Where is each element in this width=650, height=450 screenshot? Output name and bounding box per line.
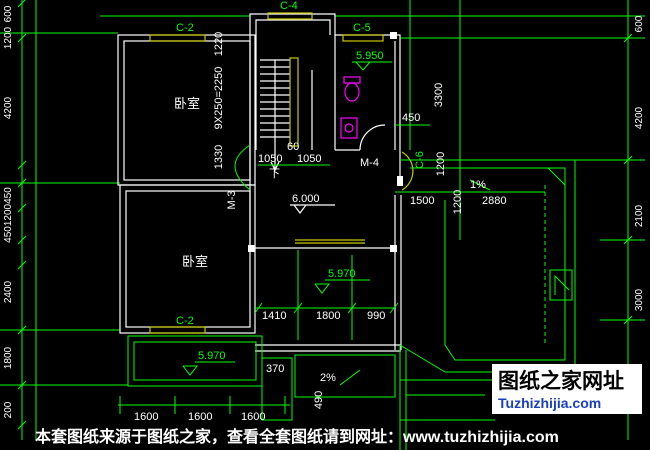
- right-axis-label: 4200: [634, 106, 645, 129]
- window-c4: [267, 12, 313, 20]
- windows: [149, 12, 384, 334]
- dim-2880: 2880: [482, 195, 506, 207]
- dim-1200-lower: 1200: [452, 190, 464, 214]
- slope-arrow: [469, 179, 491, 191]
- door-m4-label: M-4: [360, 157, 379, 169]
- dim-3300: 3300: [433, 83, 445, 107]
- dim-landing-right: 1050: [297, 153, 321, 165]
- elevation-triangle: [314, 283, 331, 294]
- sink: [340, 117, 358, 139]
- column-marker: [390, 245, 397, 252]
- column-marker: [397, 176, 403, 186]
- drain-box: [549, 269, 573, 301]
- top-right-grid-lines: 600 4200 2100 3000: [100, 0, 645, 440]
- door-m3-swing: [234, 144, 251, 191]
- slope-area: [294, 354, 396, 398]
- dim-60: 60: [287, 141, 299, 153]
- dim-1410: 1410: [262, 310, 286, 322]
- left-dimension-axis: 600 1200 4200 4501200450 2400 1800 200: [0, 0, 128, 440]
- slope-balcony: 2%: [320, 372, 336, 384]
- logo-chinese-text: 图纸之家网址: [498, 369, 624, 393]
- left-axis-label: 600: [3, 5, 14, 22]
- bathroom-door-swing: [359, 124, 386, 151]
- elevation-hall: 5.970: [328, 268, 356, 280]
- elevation-bathroom: 5.950: [356, 50, 384, 62]
- dim-1800: 1800: [316, 310, 340, 322]
- window-c5-label: C-5: [353, 22, 371, 34]
- bottom-dimension-axis: 1600 1600 1600: [118, 396, 290, 423]
- dim-370: 370: [266, 363, 284, 375]
- slope-arrow: [339, 369, 361, 386]
- window-c2-bottom-label: C-2: [176, 315, 194, 327]
- room-label-bedroom-lower: 卧室: [182, 254, 208, 269]
- staircase: [260, 57, 313, 172]
- window-c2-top-label: C-2: [176, 22, 194, 34]
- elevation-symbols: [182, 61, 392, 376]
- column-marker: [248, 245, 255, 252]
- bottom-dim-label: 1600: [188, 411, 212, 423]
- stair-down-label: 下: [269, 168, 280, 180]
- stair-shaft-wall-inner: [255, 19, 331, 150]
- dim-1200-upper: 1200: [435, 152, 447, 176]
- drawing-labels: C-4 C-2 C-5 C-2 C-6 M-4 M-3 卧室 卧室 下 5.95…: [174, 0, 506, 409]
- toilet-bowl: [344, 82, 360, 102]
- left-axis-label: 2400: [3, 280, 14, 303]
- window-c4-label: C-4: [280, 0, 298, 12]
- dim-1500: 1500: [410, 195, 434, 207]
- dim-stair-run: 9X250=2250: [213, 67, 225, 130]
- drain-arrow: [554, 274, 570, 295]
- bottom-dim-label: 1600: [134, 411, 158, 423]
- left-axis-label: 1800: [3, 346, 14, 369]
- sink-basin: [344, 123, 354, 133]
- elevation-landing: 6.000: [292, 193, 320, 205]
- stair-shaft-wall: [249, 13, 336, 250]
- terrace-outline-inner: [410, 167, 566, 361]
- room-label-bedroom-upper: 卧室: [174, 96, 200, 111]
- left-axis-label: 4200: [3, 96, 14, 119]
- watermark-logo: 图纸之家网址 Tuzhizhijia.com: [492, 364, 642, 414]
- balcony: [127, 335, 396, 421]
- logo-background: [492, 364, 642, 414]
- dim-450: 450: [402, 112, 420, 124]
- right-axis-label: 3000: [634, 288, 645, 311]
- elevation-triangle: [293, 204, 307, 214]
- left-axis-label: 200: [3, 401, 14, 418]
- elevation-triangle: [355, 61, 371, 71]
- window-c5: [342, 34, 384, 42]
- left-axis-label: 4501200450: [3, 187, 14, 243]
- terrace-hip-line: [399, 344, 446, 373]
- window-c2-bottom: [149, 326, 206, 334]
- terrace-hip-line: [547, 167, 566, 186]
- elevation-balcony: 5.970: [198, 350, 226, 362]
- column-marker: [390, 32, 397, 39]
- door-m4-swing: [401, 151, 414, 191]
- bottom-dim-label: 1600: [241, 411, 265, 423]
- right-axis-label: 600: [634, 15, 645, 32]
- logo-english-text: Tuzhizhijia.com: [498, 395, 601, 411]
- dim-1330: 1330: [213, 145, 225, 169]
- balcony-step: [261, 357, 293, 421]
- right-axis-label: 2100: [634, 204, 645, 227]
- dim-1220: 1220: [213, 32, 225, 56]
- interior-dimension-lines: [254, 124, 545, 340]
- doors: [234, 124, 414, 191]
- watermark-footer: 本套图纸来源于图纸之家，查看全套图纸请到网址：www.tuzhizhijia.c…: [35, 427, 559, 446]
- window-c2-top: [149, 34, 206, 42]
- dim-990: 990: [367, 310, 385, 322]
- slope-terrace: 1%: [470, 179, 486, 191]
- balcony-outline-inner: [133, 341, 257, 381]
- dim-landing-left: 1050: [258, 153, 282, 165]
- dim-490: 490: [313, 391, 325, 409]
- left-axis-label: 1200: [3, 26, 14, 49]
- bathroom-fixtures: [340, 76, 361, 139]
- window-c6-label: C-6: [414, 151, 426, 169]
- door-m3-label: M-3: [226, 191, 238, 210]
- elevation-triangle: [182, 365, 199, 376]
- stair-handrail: [289, 57, 299, 147]
